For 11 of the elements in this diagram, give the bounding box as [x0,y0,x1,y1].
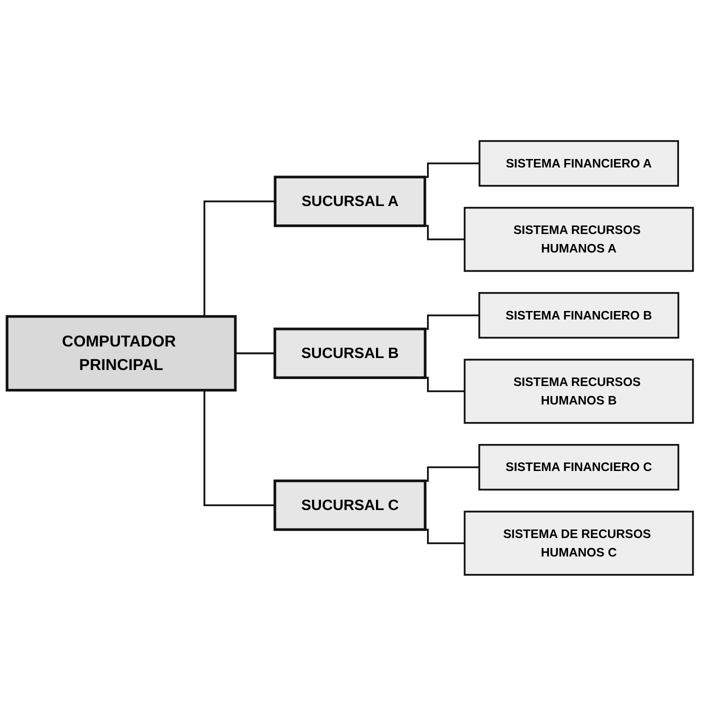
node-box: SISTEMA FINANCIERO C [478,444,680,491]
node-box: SUCURSAL A [274,176,426,228]
node-box: SUCURSAL C [274,480,426,531]
node-box: SISTEMA FINANCIERO A [478,140,679,187]
connector [235,352,275,354]
node-box: SISTEMA FINANCIERO B [478,292,680,339]
node-box: SUCURSAL B [274,328,426,380]
node-box: SISTEMA DE RECURSOS HUMANOS C [464,510,694,576]
node-box: SISTEMA RECURSOS HUMANOS B [464,358,694,424]
node-box: SISTEMA RECURSOS HUMANOS A [464,206,694,272]
node-box: COMPUTADOR PRINCIPAL [6,315,237,392]
